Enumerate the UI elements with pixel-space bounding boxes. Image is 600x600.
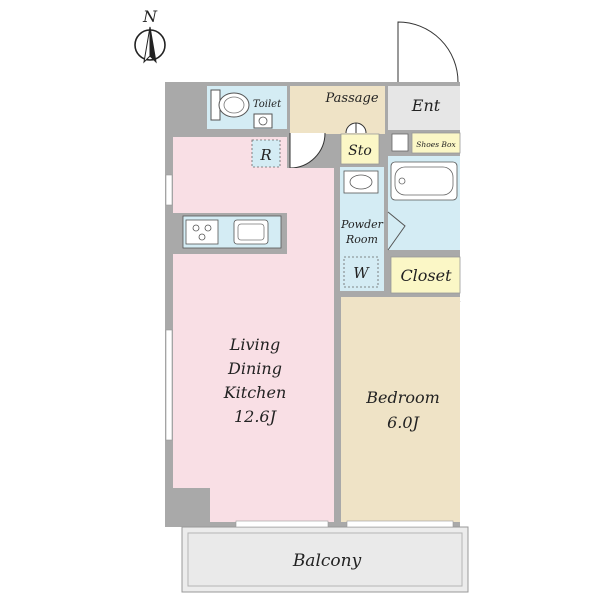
closet: [390, 256, 461, 294]
passage-label: Passage: [324, 91, 378, 106]
balcony-label: Balcony: [292, 551, 362, 571]
washer-label: W: [353, 264, 370, 282]
sink-icon: [253, 113, 273, 129]
compass: N: [134, 7, 166, 64]
small-cabinet: [391, 133, 409, 152]
window-ldk-left-1: [165, 174, 173, 206]
bathtub-icon: [390, 161, 458, 201]
washer-space: [343, 256, 379, 288]
balcony-rail: [187, 532, 463, 587]
window-bedroom-bottom: [346, 520, 454, 528]
window-ldk-left-2: [165, 329, 173, 441]
storage-label: Sto: [348, 143, 372, 159]
entrance-label: Ent: [411, 96, 441, 115]
window-ldk-bottom: [235, 520, 329, 528]
powder-room-label-line-2: Room: [345, 233, 378, 246]
ldk-label-line-1: Living: [229, 335, 280, 354]
north-label: N: [142, 7, 158, 26]
refrigerator: [251, 139, 281, 168]
powder-room-label-line-1: Powder: [340, 218, 384, 231]
passage-area: [290, 86, 385, 134]
toilet-label: Toilet: [253, 99, 282, 110]
storage-closet: [340, 133, 380, 165]
bedroom: [341, 297, 460, 522]
stove-icon: [185, 219, 219, 245]
ldk-label: Living Dining Kitchen 12.6J: [223, 335, 287, 426]
shoes-box-label: Shoes Box: [416, 140, 456, 149]
closet-label: Closet: [400, 266, 452, 285]
ldk-room: [173, 137, 334, 522]
ldk-room-upper-right: [287, 168, 334, 254]
toilet-icon: [210, 89, 250, 121]
entrance-door-icon: [397, 21, 459, 83]
bedroom-label-line-1: Bedroom: [365, 388, 440, 407]
ldk-label-line-2: Dining: [227, 359, 282, 378]
ldk-label-line-3: Kitchen: [223, 383, 287, 402]
bathroom-door-icon: [387, 211, 406, 251]
ldk-label-line-4: 12.6J: [234, 407, 278, 426]
bedroom-label-line-2: 6.0J: [387, 413, 420, 432]
shoes-box: [411, 132, 461, 154]
north-arrow-icon: [134, 26, 166, 64]
door-swing-icon: [289, 122, 367, 169]
washbasin-icon: [343, 170, 379, 194]
entrance-area: [388, 86, 460, 130]
kitchen-sink-icon: [233, 219, 269, 245]
refrigerator-label: R: [259, 146, 271, 164]
